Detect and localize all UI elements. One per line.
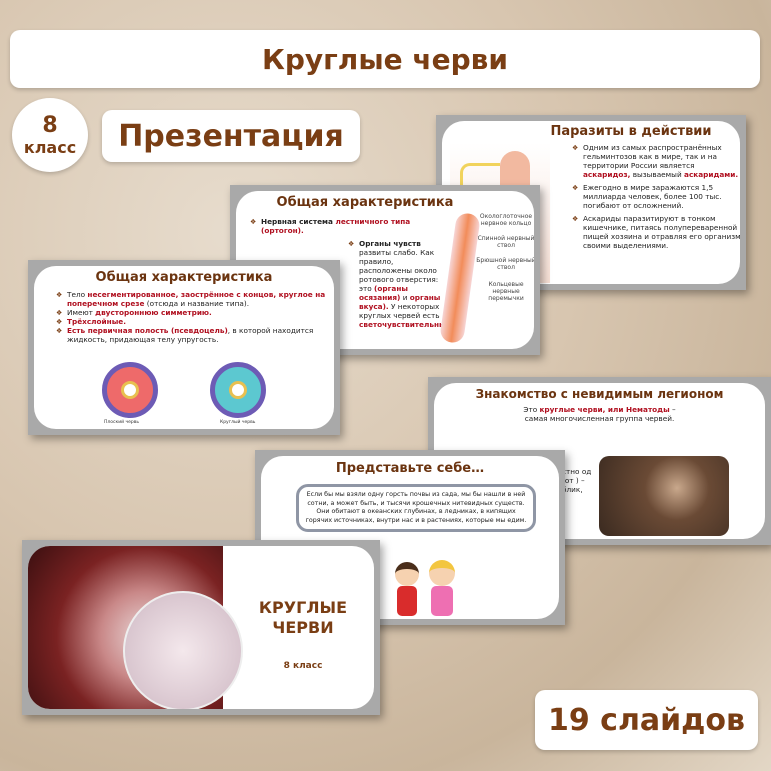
slide-title-page: КРУГЛЫЕ ЧЕРВИ 8 класс xyxy=(22,540,380,715)
worm-nervous-diagram xyxy=(439,211,481,345)
diagram-label: Брюшной нервный ствол xyxy=(476,257,534,271)
caption: Круглый червь xyxy=(220,420,256,425)
flatworm-cross-section xyxy=(102,362,158,418)
title-slide-heading: КРУГЛЫЕ ЧЕРВИ xyxy=(258,598,348,637)
legion-line: самая многочисленная группа червей. xyxy=(524,414,675,423)
slide-title: Общая характеристика xyxy=(276,195,454,210)
bullet: Органы чувств развиты слабо. Как правило… xyxy=(348,239,451,329)
slide-title: Знакомство с невидимым легионом xyxy=(475,387,724,401)
slide-title: Представьте себе… xyxy=(335,461,485,476)
bullet: Нервная система лестничного типа (ортого… xyxy=(250,217,438,235)
magnifier-circle xyxy=(123,591,243,709)
anatomy-image xyxy=(28,546,243,709)
bullet: Трёхслойные. xyxy=(56,317,326,327)
slide-general-body: Общая характеристика Тело несегментирова… xyxy=(28,260,340,435)
grade-badge: 8 класс xyxy=(12,98,88,172)
slide-title: Общая характеристика xyxy=(95,270,273,285)
grade-number: 8 xyxy=(42,112,58,138)
bullet: Одним из самых распространённых гельминт… xyxy=(572,143,740,179)
bullet: Ежегодно в мире заражаются 1,5 миллиарда… xyxy=(572,183,740,210)
legion-line: Это круглые черви, или Нематоды – xyxy=(523,405,676,414)
bullet: Аскариды паразитируют в тонком кишечнике… xyxy=(572,214,740,250)
title-slide-subtitle: 8 класс xyxy=(283,661,323,671)
nematodes-photo xyxy=(599,456,729,536)
bullet: Тело несегментированное, заострённое с к… xyxy=(56,290,326,308)
legion-fragment: стно од (от ) – блик, xyxy=(562,467,592,494)
grade-label: класс xyxy=(23,137,77,157)
bullet: Есть первичная полость (псевдоцель), в к… xyxy=(56,326,326,344)
children-illustration xyxy=(389,556,469,619)
slide-title: Паразиты в действии xyxy=(550,124,712,139)
type-label: Презентация xyxy=(102,110,360,162)
roundworm-cross-section xyxy=(210,362,266,418)
thought-bubble: Если бы мы взяли одну горсть почвы из са… xyxy=(296,484,536,532)
diagram-label: Кольцевые нервные перемычки xyxy=(488,281,524,302)
caption: Плоский червь xyxy=(104,420,140,425)
slide-count: 19 слайдов xyxy=(535,690,758,750)
diagram-label: Окологлоточное нервное кольцо xyxy=(479,213,533,227)
header-title: Круглые черви xyxy=(10,30,760,88)
diagram-label: Спинной нервный ствол xyxy=(477,235,534,249)
bullet: Имеют двустороннюю симметрию. xyxy=(56,308,326,318)
